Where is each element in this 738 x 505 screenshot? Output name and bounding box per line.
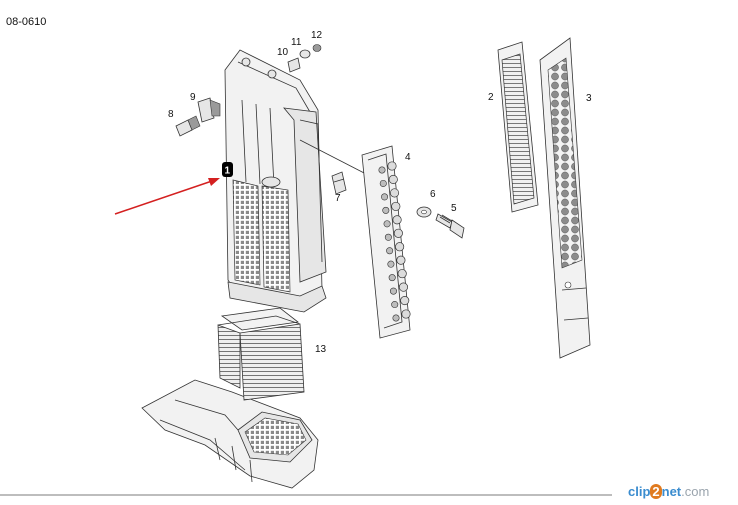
connector-pin [391, 201, 401, 211]
connector-socket [388, 274, 396, 282]
drawing-code: 08-0610 [6, 16, 47, 28]
connector-socket [381, 193, 389, 201]
connector-pin [387, 161, 397, 171]
connector-pin [393, 228, 403, 238]
part-3-perforated-panel [539, 37, 591, 359]
connector-pin [388, 174, 398, 185]
callout-7: 7 [335, 193, 341, 204]
part-2-grille [497, 41, 539, 213]
connector-socket [387, 260, 395, 268]
connector-pin [389, 188, 400, 198]
part-10-screw [287, 57, 301, 73]
part-4-connector-strip [361, 145, 411, 339]
connector-socket [383, 220, 391, 228]
callout-13: 13 [315, 344, 327, 355]
callout-12: 12 [311, 30, 323, 41]
watermark-part-1: clip [628, 484, 651, 499]
callout-11: 11 [291, 37, 302, 48]
watermark-part-3: net [661, 484, 682, 499]
callout-3: 3 [586, 93, 592, 104]
callout-labels: 1 2 3 4 5 6 7 8 9 10 11 12 13 [168, 30, 592, 355]
callout-5: 5 [451, 203, 457, 214]
part-5-bolt [435, 213, 465, 239]
part-8-fitting [175, 115, 201, 137]
connector-socket [386, 247, 394, 255]
connector-pin [395, 242, 405, 252]
part-1-main-housing [224, 49, 327, 313]
part-13-bottom-housing [141, 379, 319, 489]
connector-pin [401, 309, 411, 319]
connector-socket [384, 233, 392, 241]
callout-2: 2 [488, 92, 494, 103]
callout-6: 6 [430, 189, 436, 200]
connector-socket [378, 166, 386, 174]
connector-socket [379, 179, 387, 187]
part-12-nut [312, 44, 322, 52]
callout-1: 1 [225, 166, 231, 177]
callout-8: 8 [168, 109, 174, 120]
connector-pin [400, 295, 410, 306]
connector-socket [391, 301, 399, 309]
connector-socket [382, 206, 390, 214]
part-7-clip [331, 171, 347, 195]
connector-pin [398, 282, 409, 292]
connector-socket [392, 314, 400, 322]
part-9-mount [197, 97, 221, 123]
leader-housing-to-4 [299, 139, 369, 176]
callout-10: 10 [277, 47, 289, 58]
connector-pin [392, 215, 402, 225]
connector-pin [396, 255, 406, 265]
part-13-ribbed-duct [217, 307, 305, 401]
callout-9: 9 [190, 92, 196, 103]
connector-socket [389, 287, 397, 295]
watermark-part-4: .com [681, 484, 710, 499]
callout-1-highlight [222, 162, 233, 177]
bottom-divider [0, 494, 612, 496]
callout-4: 4 [405, 152, 411, 163]
connector-pin [397, 269, 407, 279]
watermark-part-2: 2 [650, 484, 662, 499]
red-pointer-arrow [114, 178, 220, 215]
part-11-washer [299, 49, 311, 59]
